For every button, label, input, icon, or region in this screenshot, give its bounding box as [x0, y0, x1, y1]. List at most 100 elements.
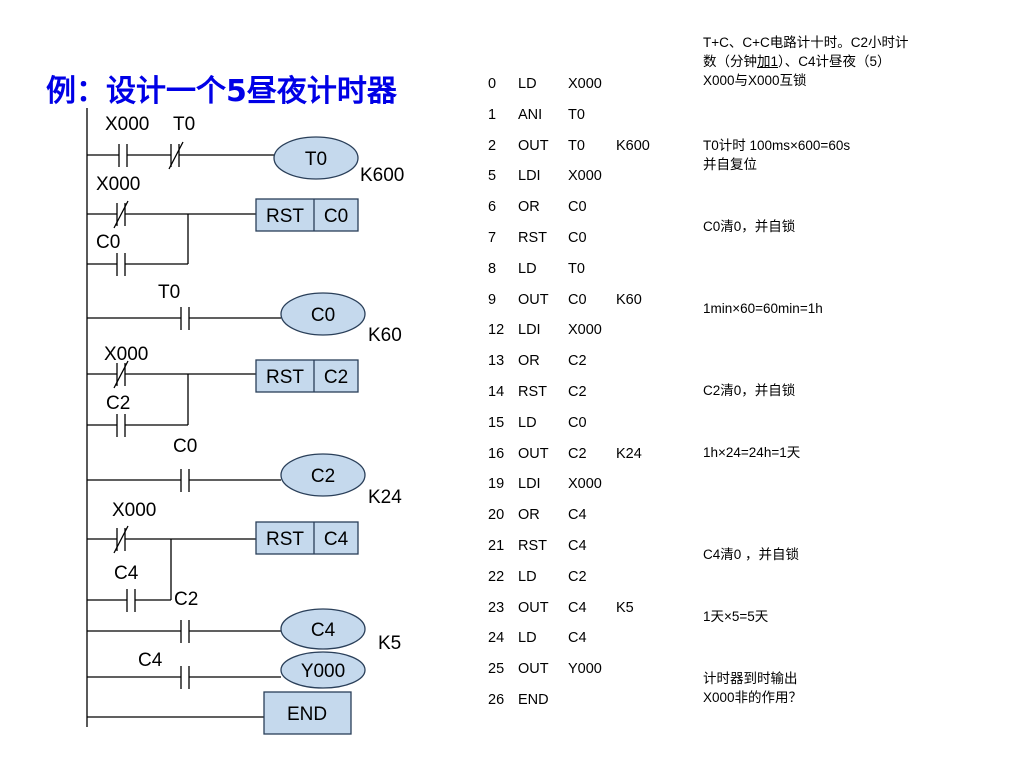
instruction-op: LDI [518, 322, 541, 339]
rung-9: END [87, 691, 352, 735]
note-line: T0计时 100ms×600=60s [703, 138, 851, 153]
instruction-step: 22 [488, 568, 505, 585]
instruction-step: 16 [488, 445, 505, 462]
note-line: T+C、C+C电路计十时。C2小时计 [703, 35, 909, 50]
instruction-step: 13 [488, 353, 505, 370]
instruction-operand: X000 [568, 476, 602, 493]
note-c0-reset: C0清0，并自锁 [703, 219, 796, 234]
rung-5: C0 C2 K24 [87, 436, 402, 508]
instruction-step: 9 [488, 291, 497, 308]
instruction-operand: C0 [568, 230, 587, 246]
instruction-step: 26 [488, 692, 505, 708]
note-end: 计时器到时输出 X000非的作用？ [703, 669, 802, 707]
note-c4-count: 1天×5=5天 [703, 609, 769, 624]
rst-block-c0 [255, 198, 359, 232]
instruction-op: OUT [518, 137, 549, 154]
coil-t0 [273, 136, 359, 180]
instruction-step: 15 [488, 414, 505, 431]
rst-dev-label: C4 [324, 529, 349, 550]
note-intro: T+C、C+C电路计十时。C2小时计 数（分钟加1）、C4计昼夜（5） X000… [703, 33, 909, 90]
instruction-operand: T0 [568, 106, 585, 123]
instruction-step: 12 [488, 322, 505, 339]
instruction-op: LDI [518, 476, 541, 493]
rst-dev-label: C0 [324, 206, 348, 227]
contact-label: T0 [158, 282, 180, 303]
note-c2-count: 1h×24=24h=1天 [703, 445, 801, 460]
contact-label: X000 [105, 114, 149, 135]
contact-label: C0 [173, 436, 197, 457]
note-text-underlined: 加1 [757, 54, 779, 69]
instruction-operand: C0 [568, 291, 587, 308]
rst-dev-label: C2 [324, 367, 348, 388]
contact-label: C4 [138, 650, 163, 671]
rung-2: X000 C0 RST C0 [87, 174, 359, 276]
instruction-step: 19 [488, 476, 505, 493]
rst-block-c2 [255, 359, 359, 393]
coil-c0 [280, 292, 366, 336]
instruction-step: 21 [488, 538, 505, 554]
instruction-operand: X000 [568, 168, 602, 185]
instruction-op: OR [518, 199, 540, 216]
contact-label: X000 [96, 174, 140, 195]
instruction-operand: C2 [568, 353, 587, 370]
instruction-op: LDI [518, 168, 541, 185]
instruction-step: 6 [488, 199, 497, 216]
instruction-step: 0 [488, 76, 497, 92]
instruction-operand: C4 [568, 630, 587, 647]
note-c4-reset: C4清0 ，并自锁 [703, 547, 800, 562]
instruction-operand: C4 [568, 538, 587, 554]
instruction-step: 24 [488, 630, 505, 647]
rung-7: C2 C4 K5 [87, 589, 401, 654]
instruction-step: 7 [488, 230, 497, 246]
coil-label: C4 [311, 620, 336, 641]
instruction-operand: T0 [568, 137, 585, 154]
note-line: X000非的作用？ [703, 690, 803, 705]
instruction-operand: C0 [568, 414, 587, 431]
coil-label: C2 [311, 466, 335, 487]
instruction-constant: K60 [616, 291, 642, 308]
instruction-op: OR [518, 353, 540, 370]
instruction-op: LD [518, 260, 537, 277]
instruction-op: OUT [518, 291, 549, 308]
coil-c2 [280, 453, 366, 497]
note-line: 并自复位 [703, 157, 757, 172]
instruction-step: 25 [488, 661, 505, 678]
instruction-op: OUT [518, 599, 549, 616]
instruction-operand: C0 [568, 199, 587, 216]
note-c2-reset: C2清0，并自锁 [703, 383, 796, 398]
instruction-operand: X000 [568, 76, 602, 92]
rung-6: X000 C4 RST C4 [87, 500, 359, 612]
rung-4: X000 C2 RST C2 [87, 344, 359, 437]
coil-k-value: K5 [378, 633, 401, 654]
instruction-operand: X000 [568, 322, 602, 339]
instruction-constant: K24 [616, 445, 642, 462]
note-line: 计时器到时输出 [703, 671, 798, 686]
rung-8: C4 Y000 [87, 650, 366, 689]
slide-title: 例：设计一个5昼夜计时器 [46, 74, 397, 109]
instruction-op: LD [518, 414, 537, 431]
instruction-operand: C2 [568, 568, 587, 585]
instruction-operand: T0 [568, 260, 585, 277]
note-text: ）、C4计昼夜（5） [778, 54, 891, 69]
rst-op-label: RST [266, 206, 304, 227]
end-block [263, 691, 352, 735]
contact-label: X000 [104, 344, 148, 365]
instruction-constant: K600 [616, 137, 650, 154]
coil-k-value: K60 [368, 325, 402, 346]
instruction-operand: C2 [568, 445, 587, 462]
ladder-diagram: X000 T0 T0 K600 X000 C0 RST C0 T0 C0 K60 [86, 108, 404, 735]
instruction-op: RST [518, 538, 547, 554]
coil-y000 [280, 651, 366, 689]
instruction-op: LD [518, 630, 537, 647]
contact-label: T0 [173, 114, 195, 135]
instruction-op: ANI [518, 106, 543, 123]
coil-c4 [280, 608, 366, 650]
instruction-step: 2 [488, 137, 497, 154]
instruction-op: OR [518, 507, 540, 524]
rst-op-label: RST [266, 529, 304, 550]
note-c0-count: 1min×60=60min=1h [703, 301, 823, 316]
instruction-step: 23 [488, 599, 505, 616]
contact-label: C2 [174, 589, 198, 610]
coil-label: T0 [305, 149, 327, 170]
note-line: 数（分钟加1）、C4计昼夜（5） [703, 52, 909, 71]
